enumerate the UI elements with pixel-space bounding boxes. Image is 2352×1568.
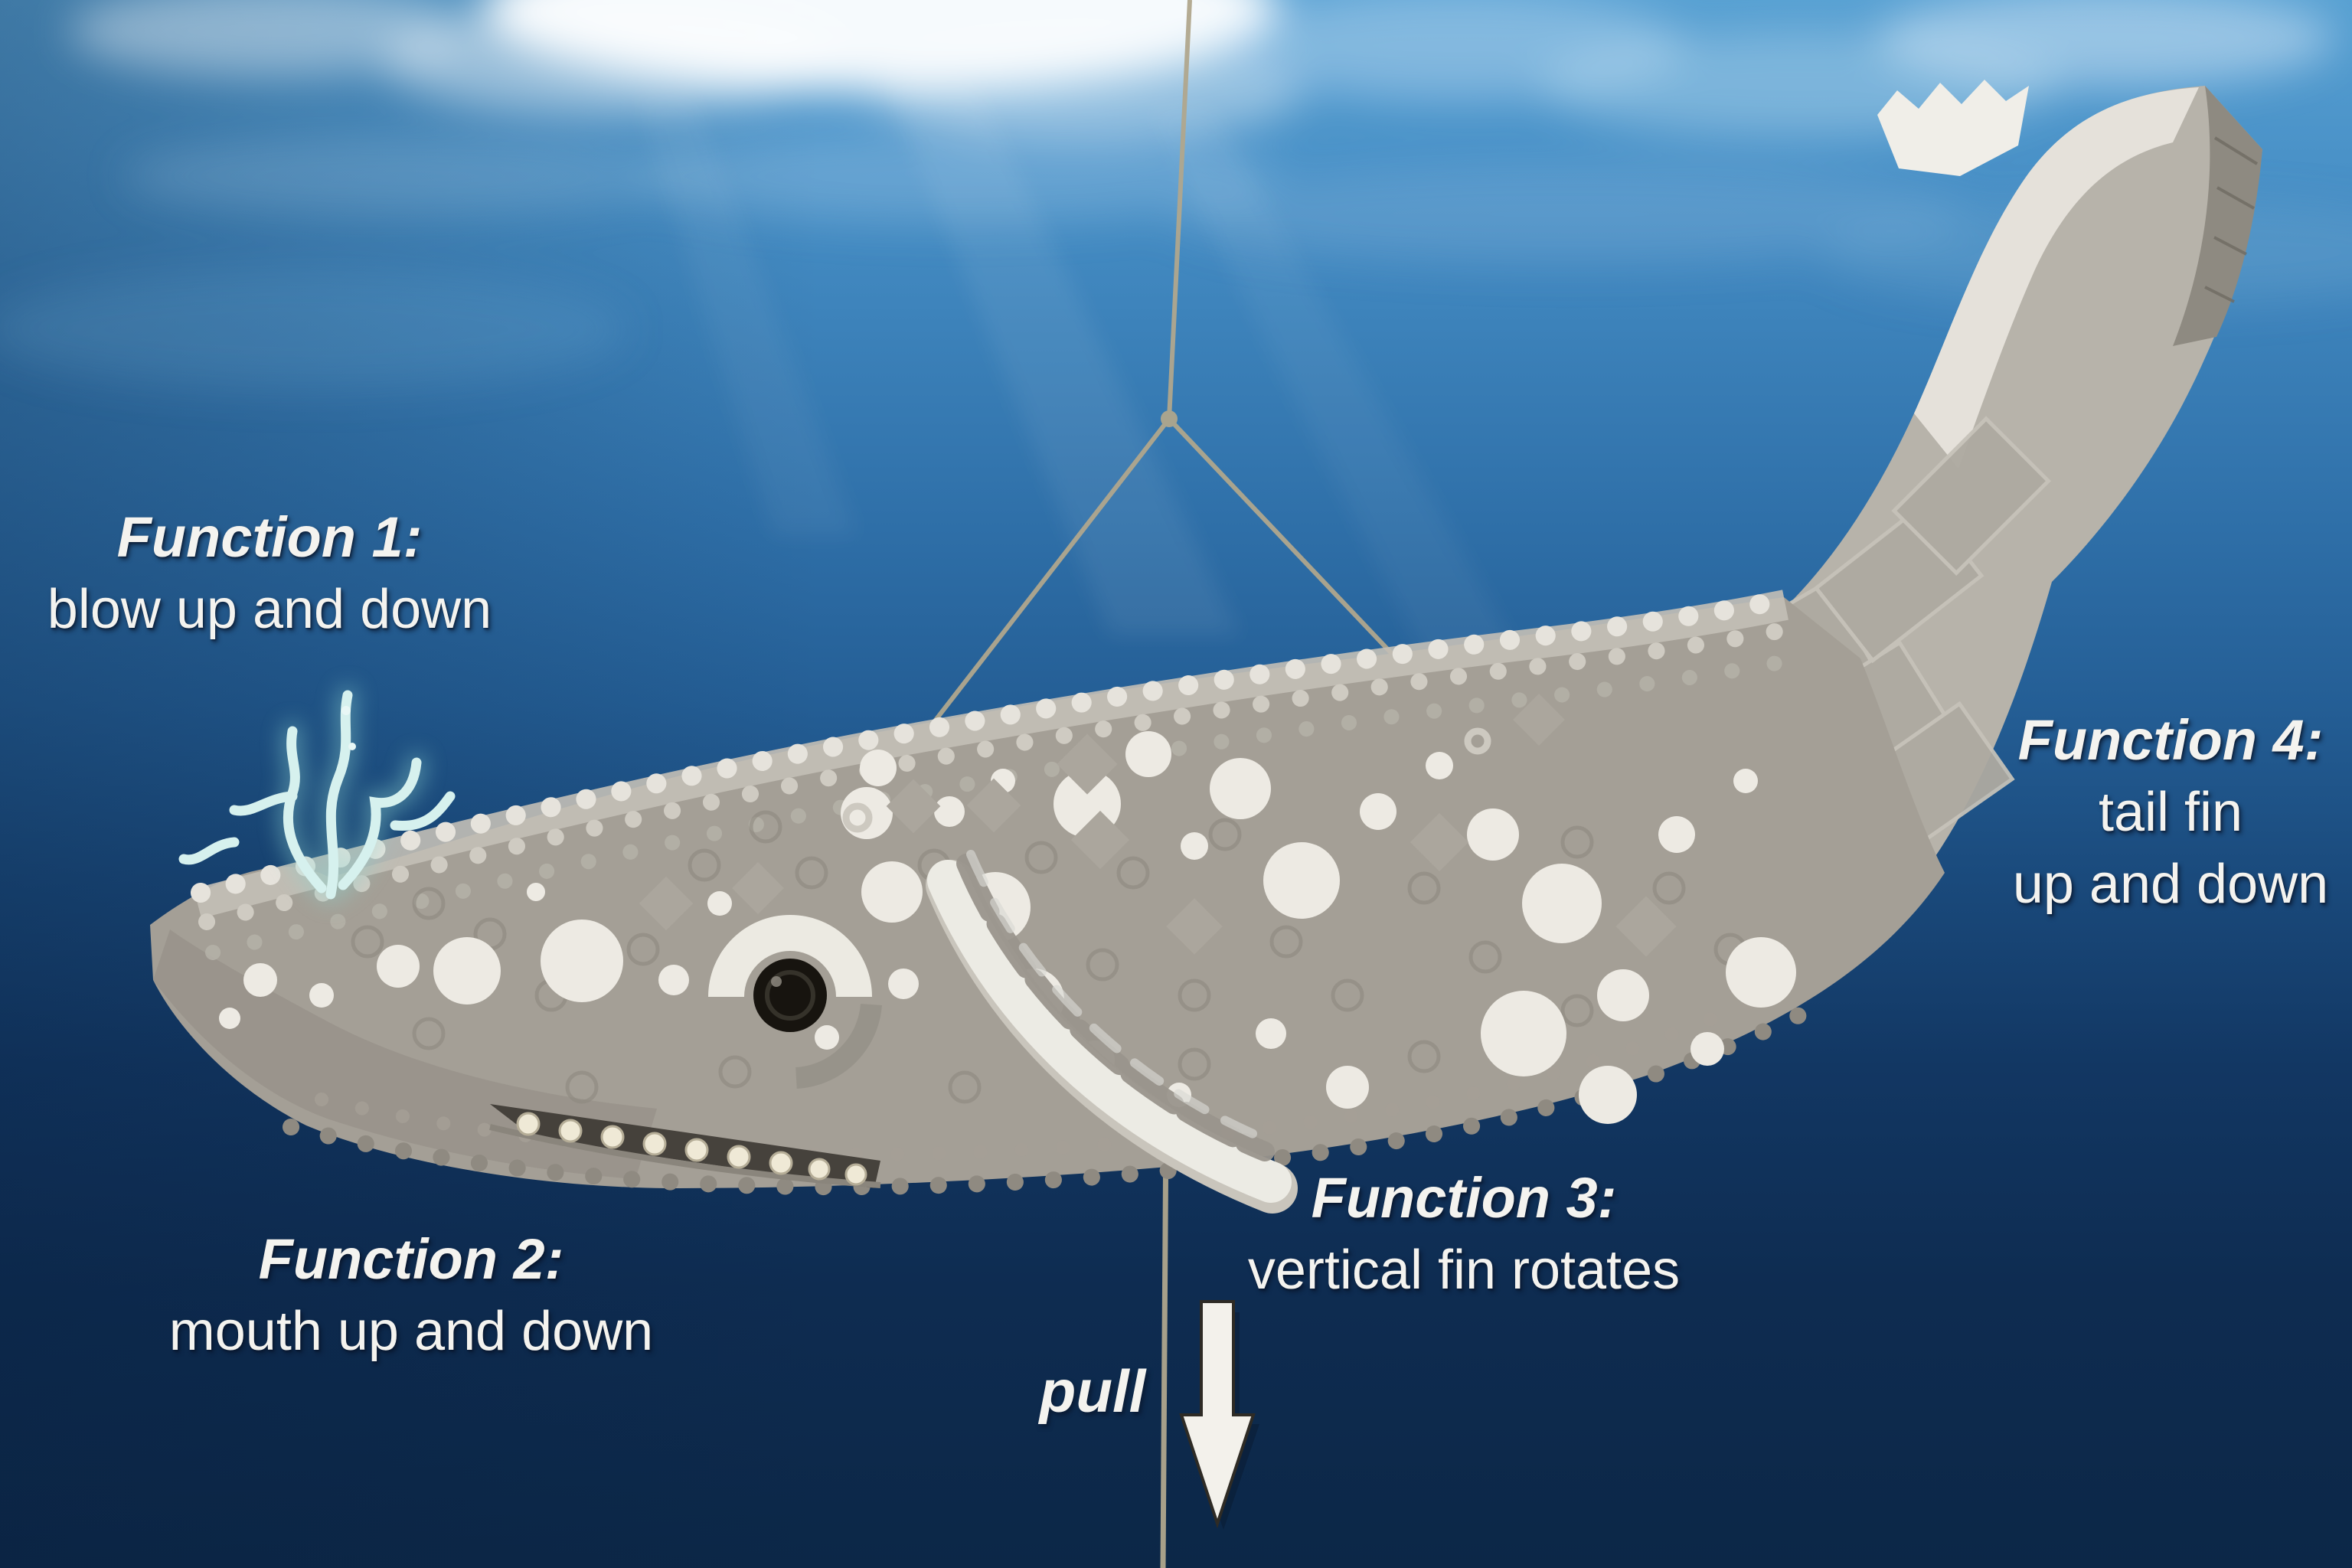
vertical-fin: [926, 850, 1298, 1214]
function4-title: Function 4:: [2017, 708, 2324, 772]
lego-whale: [150, 80, 2262, 1214]
light-rays: [635, 69, 1539, 689]
annotation-function4: Function 4: tail fin up and down: [2013, 704, 2328, 920]
flank-studs: [351, 810, 1747, 1104]
annotation-function3: Function 3: vertical fin rotates: [1248, 1162, 1680, 1306]
function1-line: blow up and down: [47, 579, 492, 640]
whale-mouth: [489, 1104, 881, 1188]
whale-body: [150, 589, 1945, 1196]
whale-teeth: [516, 1112, 867, 1186]
whale-spots: [219, 731, 1796, 1124]
function2-title: Function 2:: [258, 1227, 564, 1291]
function2-line: mouth up and down: [168, 1301, 654, 1362]
down-arrow-icon: [1179, 1300, 1259, 1530]
whale-diamond-tiles: [639, 694, 1677, 957]
back-loop-left: [842, 802, 873, 833]
function1-title: Function 1:: [116, 505, 423, 569]
top-string: [1167, 0, 1192, 420]
pull-string: [1160, 1119, 1169, 1568]
coral-blowhole: [178, 686, 456, 903]
annotation-function2: Function 2: mouth up and down: [169, 1223, 653, 1367]
function4-line1: tail fin: [2098, 782, 2243, 843]
annotation-function1: Function 1: blow up and down: [47, 501, 492, 645]
whale-eye: [708, 915, 882, 1089]
back-loop-right: [1464, 727, 1491, 755]
string-knot: [1161, 410, 1178, 427]
function3-title: Function 3:: [1311, 1166, 1617, 1230]
function4-line2: up and down: [2012, 854, 2329, 915]
pull-label: pull: [1039, 1357, 1146, 1425]
function3-line: vertical fin rotates: [1247, 1240, 1681, 1301]
